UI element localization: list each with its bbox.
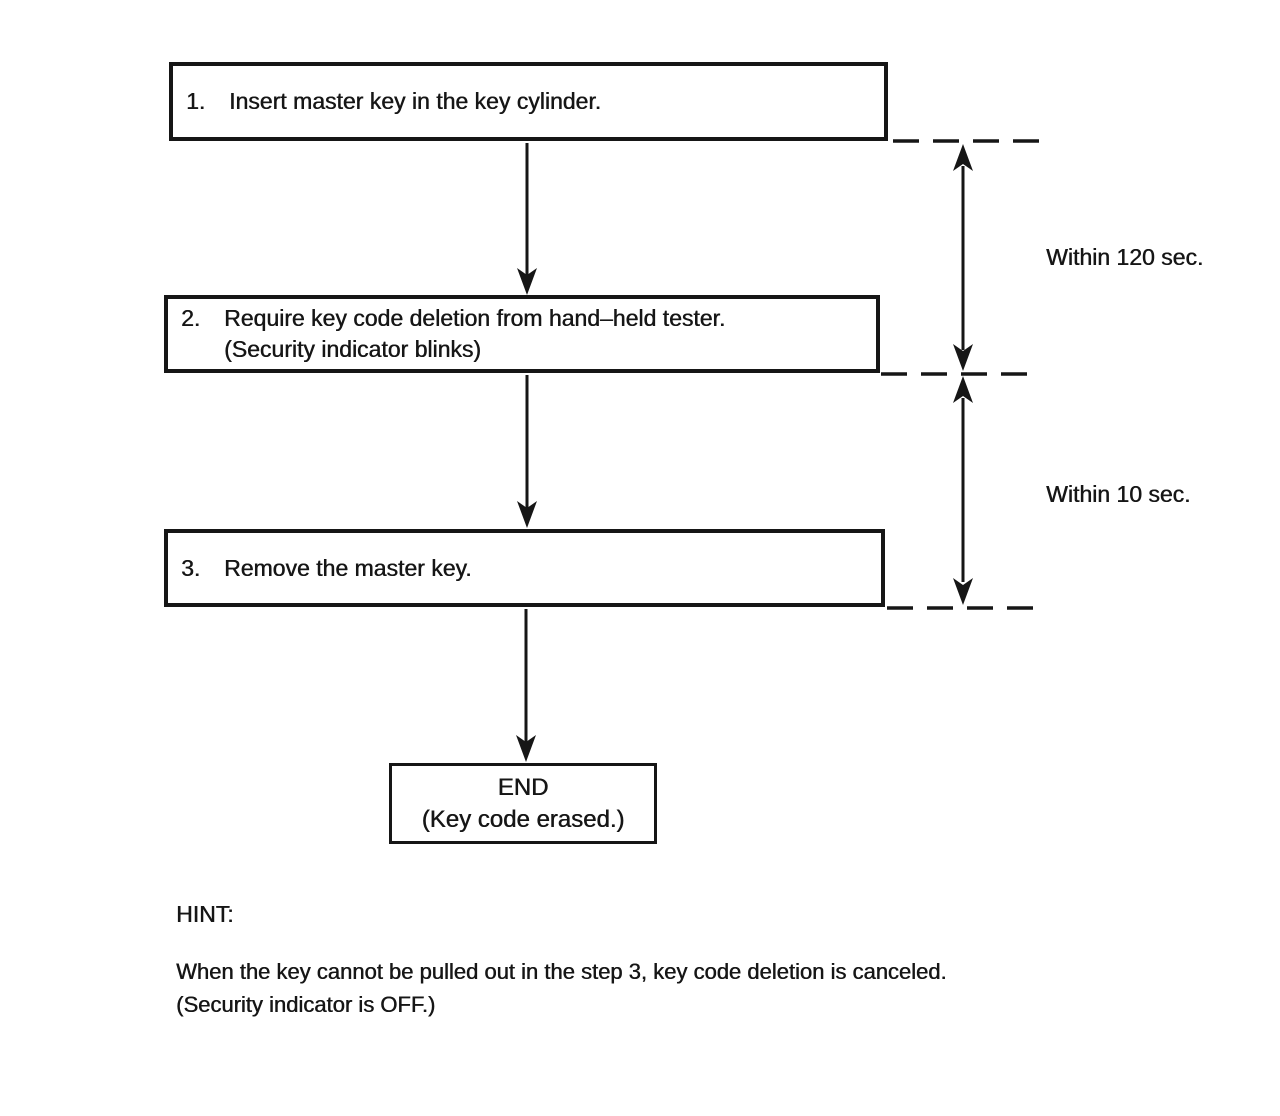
step-2-note: (Security indicator blinks) bbox=[224, 336, 481, 362]
arrowhead-up-120 bbox=[953, 144, 973, 171]
hint-heading: HINT: bbox=[176, 901, 234, 927]
arrowhead-down-3 bbox=[516, 735, 536, 762]
step-3-number: 3. bbox=[181, 554, 201, 581]
arrowhead-down-10 bbox=[953, 578, 973, 605]
end-box: END (Key code erased.) bbox=[389, 763, 657, 844]
hint-line-1: When the key cannot be pulled out in the… bbox=[176, 959, 947, 984]
arrowhead-down-2 bbox=[517, 501, 537, 528]
step-box-3: 3. Remove the master key. bbox=[164, 529, 885, 607]
step-2-number: 2. bbox=[181, 305, 201, 331]
timing-label-10sec: Within 10 sec. bbox=[1046, 481, 1191, 507]
hint-body: When the key cannot be pulled out in the… bbox=[176, 955, 1186, 1021]
end-title: END bbox=[497, 773, 549, 801]
arrowhead-up-10 bbox=[953, 376, 973, 403]
arrowhead-down-1 bbox=[517, 268, 537, 295]
step-3-text: Remove the master key. bbox=[224, 554, 472, 581]
end-subtitle: (Key code erased.) bbox=[421, 805, 625, 833]
hint-line-2: (Security indicator is OFF.) bbox=[176, 992, 436, 1017]
step-2-text: Require key code deletion from hand–held… bbox=[224, 305, 726, 331]
step-box-1: 1. Insert master key in the key cylinder… bbox=[169, 62, 888, 141]
step-1-text: Insert master key in the key cylinder. bbox=[229, 88, 601, 114]
arrowhead-down-120 bbox=[953, 344, 973, 371]
step-box-2: 2. Require key code deletion from hand–h… bbox=[164, 295, 880, 373]
timing-label-120sec: Within 120 sec. bbox=[1046, 244, 1204, 270]
step-1-number: 1. bbox=[186, 88, 206, 114]
